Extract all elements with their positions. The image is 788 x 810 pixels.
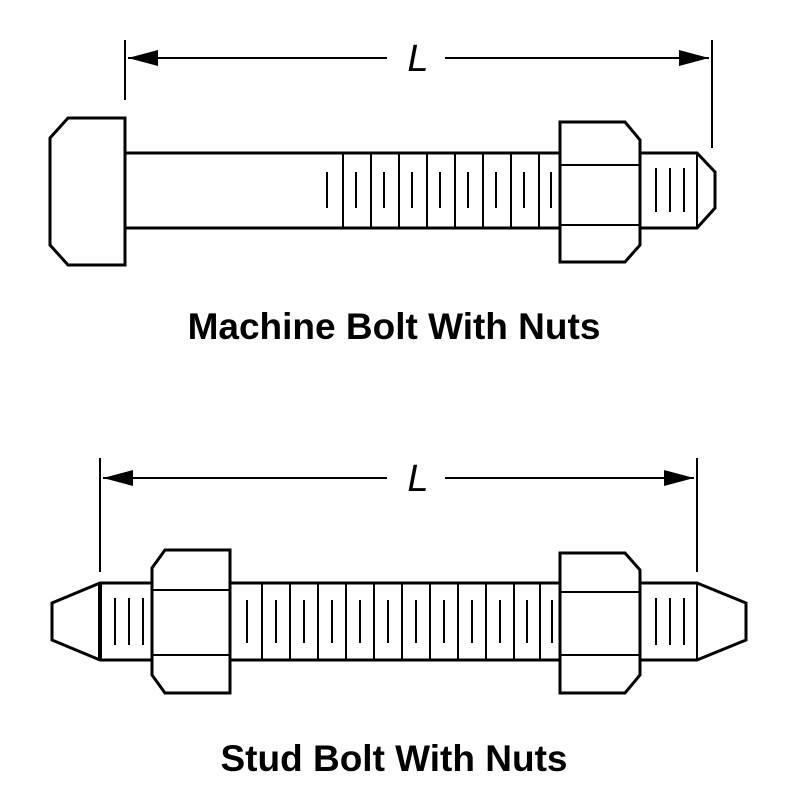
arrowhead-right: [664, 470, 694, 486]
stud-bolt: L: [50, 458, 748, 695]
dimension-label: L: [407, 458, 428, 500]
machine-bolt-caption: Machine Bolt With Nuts: [187, 306, 601, 347]
bolt-head: [48, 116, 127, 267]
machine-bolt-dimension: L: [124, 38, 713, 148]
bolt-tip: [638, 151, 717, 230]
stud-left-tip: [50, 581, 154, 662]
bolt-nut: [558, 120, 642, 264]
right-nut-body: [558, 551, 642, 695]
stud-shank-threads: [246, 583, 553, 660]
tip-body: [638, 151, 717, 230]
stud-bolt-dimension: L: [99, 458, 698, 572]
dimension-label: L: [407, 38, 428, 80]
machine-bolt: L: [48, 38, 717, 267]
arrowhead-right: [679, 50, 709, 66]
stud-right-nut: [558, 551, 642, 695]
left-nut-body: [150, 548, 232, 695]
stud-left-nut: [150, 548, 232, 695]
stud-shank: [228, 581, 562, 662]
arrowhead-left: [128, 50, 158, 66]
arrowhead-left: [103, 470, 133, 486]
shank-threads: [326, 153, 552, 228]
nut-body: [558, 120, 642, 264]
stud-bolt-caption: Stud Bolt With Nuts: [220, 738, 568, 779]
stud-right-tip: [638, 581, 748, 662]
